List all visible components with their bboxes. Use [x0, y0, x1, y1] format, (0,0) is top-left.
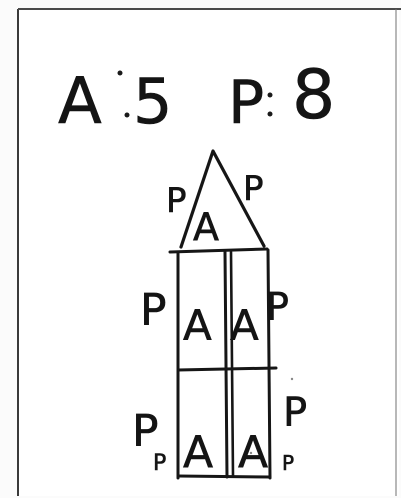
colon-dot [125, 113, 130, 118]
bottom-left-label-upper: P [132, 406, 159, 457]
middle-cell-left-label: A [183, 301, 212, 350]
bottom-cell-right-label: A [238, 427, 268, 478]
middle-left-label: P [140, 285, 167, 336]
middle-cell-right-label: A [230, 301, 259, 350]
bottom-right-label-upper: P [283, 390, 307, 436]
bottom-cell-left-label: A [183, 427, 213, 478]
header-a-label: A [58, 65, 102, 139]
middle-right-label: P [266, 285, 289, 329]
middle-row-labels: P A A P [140, 285, 289, 350]
roof-labels: P A P [166, 169, 264, 249]
tower-center-divider [225, 252, 227, 477]
tower-center-divider-retrace [231, 252, 233, 476]
scan-speck [250, 452, 252, 454]
bottom-row-labels: P P A A P P [132, 390, 307, 478]
roof-center-label: A [193, 205, 219, 249]
header-p-count: 8 [292, 56, 335, 135]
bottom-left-label-lower: P [153, 451, 166, 476]
scan-speck [291, 378, 293, 380]
roof-right-label: P [243, 169, 264, 209]
header-a-count: 5 [133, 65, 172, 138]
colon-dot [118, 71, 123, 76]
tower-middle-divider [178, 368, 276, 370]
header-tally: A 5 P 8 [58, 56, 335, 139]
colon-dot [268, 112, 273, 117]
bottom-right-label-lower: P [282, 451, 294, 475]
header-p-label: P [228, 68, 264, 138]
roof-base-line [170, 249, 267, 252]
colon-dot [268, 93, 273, 98]
roof-left-label: P [166, 181, 187, 221]
